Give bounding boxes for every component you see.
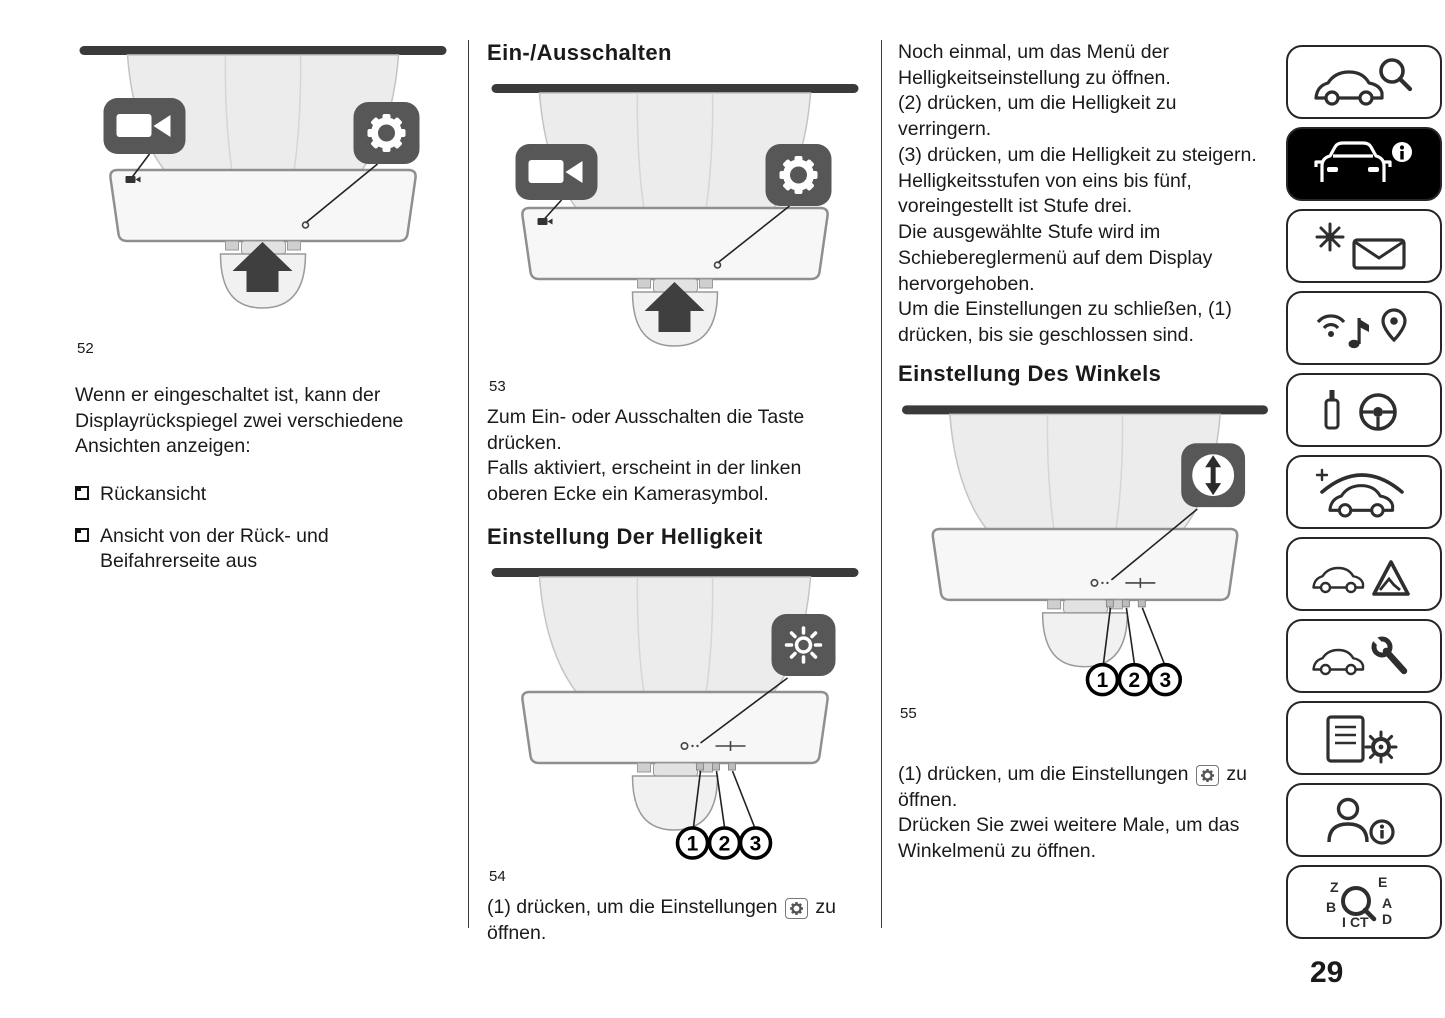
paragraph: Noch einmal, um das Menü der Helligkeits… xyxy=(898,41,1171,89)
car-info-icon xyxy=(1314,141,1412,182)
svg-text:3: 3 xyxy=(750,832,762,855)
page-number: 29 xyxy=(1310,956,1344,989)
bullet-text: Rückansicht xyxy=(100,483,207,506)
car-triangle-icon xyxy=(1312,560,1410,596)
callout-3: 3 xyxy=(1148,662,1183,697)
nav-car-care-button[interactable] xyxy=(1286,455,1442,529)
svg-text:3: 3 xyxy=(1159,669,1171,692)
callout-1: 1 xyxy=(675,826,710,860)
callout-2: 2 xyxy=(707,826,742,860)
car-search-icon xyxy=(1314,58,1413,106)
svg-text:Z: Z xyxy=(1330,879,1339,895)
column-middle: Ein-/Ausschalten 53 Zum Ein- oder Aussch… xyxy=(487,40,863,946)
svg-text:2: 2 xyxy=(719,832,731,855)
svg-text:E: E xyxy=(1378,874,1387,890)
nav-customer-service-button[interactable] xyxy=(1286,783,1442,857)
up-arrow-icon xyxy=(232,242,293,292)
car-cover-icon xyxy=(1315,468,1404,518)
heading-angle: Einstellung Des Winkels xyxy=(898,360,1162,386)
paragraph: (3) drücken, um die Helligkeit zu steige… xyxy=(898,143,1257,166)
intro-paragraph: Wenn er eingeschaltet ist, kann der Disp… xyxy=(75,384,404,458)
brightness-illustration: 1 2 3 xyxy=(490,566,860,860)
figure-mirror-views: 52 xyxy=(75,40,451,357)
chapter-nav-sidebar: Z E B A I C T D xyxy=(1286,45,1442,939)
camera-badge-icon xyxy=(515,144,598,200)
svg-text:C: C xyxy=(1350,914,1360,930)
svg-text:1: 1 xyxy=(1097,669,1109,692)
checkbox-bullet-icon xyxy=(75,527,89,542)
figure-angle: 1 2 3 55 xyxy=(898,399,1272,722)
paragraph: Die ausgewählte Stufe wird im Schiebereg… xyxy=(898,221,1213,295)
nav-vehicle-overview-button[interactable] xyxy=(1286,45,1442,119)
brightness-badge-icon xyxy=(769,612,838,678)
settings-gear-inline-icon xyxy=(784,897,808,919)
gear-badge-icon xyxy=(766,144,832,206)
nav-starting-driving-button[interactable] xyxy=(1286,373,1442,447)
settings-sentence: (1) drücken, um die Einstellungen zu öff… xyxy=(487,895,836,944)
settings-sentence: (1) drücken, um die Einstellungen zu öff… xyxy=(898,762,1247,811)
on-off-illustration xyxy=(490,82,860,348)
column-divider xyxy=(881,40,882,928)
person-info-icon xyxy=(1327,797,1395,845)
column-divider xyxy=(468,40,469,928)
gear-badge-icon xyxy=(354,102,420,164)
nav-warning-lights-button[interactable] xyxy=(1286,209,1442,283)
alphabet-search-icon: Z E B A I C T D xyxy=(1326,874,1392,930)
svg-text:T: T xyxy=(1360,914,1369,930)
heading-brightness: Einstellung Der Helligkeit xyxy=(487,523,763,549)
paragraph: Zum Ein- oder Ausschalten die Taste drüc… xyxy=(487,406,805,454)
nav-index-button[interactable]: Z E B A I C T D xyxy=(1286,865,1442,939)
nav-multimedia-button[interactable] xyxy=(1286,291,1442,365)
up-arrow-icon xyxy=(644,282,705,332)
callout-1: 1 xyxy=(1085,662,1120,697)
column-left: 52 Wenn er eingeschaltet ist, kann der D… xyxy=(75,40,451,574)
heading-on-off: Ein-/Ausschalten xyxy=(487,40,672,65)
svg-text:B: B xyxy=(1326,899,1336,915)
paragraph: (2) drücken, um die Helligkeit zu verrin… xyxy=(898,92,1177,141)
figure-on-off: 53 xyxy=(487,78,863,395)
nav-instrument-panel-button[interactable] xyxy=(1286,127,1442,201)
paragraph: Drücken Sie zwei weitere Male, um das Wi… xyxy=(898,814,1240,863)
checkbox-bullet-icon xyxy=(75,486,89,501)
figure-caption: 54 xyxy=(489,867,506,885)
svg-text:D: D xyxy=(1382,911,1392,927)
paragraph: Um die Einstellungen zu schließen, (1) d… xyxy=(898,298,1232,347)
document-gear-icon xyxy=(1326,715,1398,764)
figure-caption: 53 xyxy=(489,378,506,395)
svg-text:2: 2 xyxy=(1129,669,1141,692)
figure-brightness: 1 2 3 54 xyxy=(487,562,863,885)
figure-caption: 52 xyxy=(77,340,94,357)
callout-2: 2 xyxy=(1117,662,1152,697)
list-item: Ansicht von der Rück- und Beifahrerseite… xyxy=(75,524,451,575)
callout-3: 3 xyxy=(738,826,773,860)
bottle-steering-icon xyxy=(1324,390,1397,431)
camera-badge-icon xyxy=(103,98,186,154)
column-right: Noch einmal, um das Menü der Helligkeits… xyxy=(898,40,1272,865)
mirror-views-illustration xyxy=(78,44,448,310)
light-message-icon xyxy=(1315,222,1406,270)
svg-text:I: I xyxy=(1342,914,1346,930)
nav-technical-data-button[interactable] xyxy=(1286,701,1442,775)
views-checklist: Rückansicht Ansicht von der Rück- und Be… xyxy=(75,482,451,574)
paragraph: Helligkeitsstufen von eins bis fünf, vor… xyxy=(898,169,1192,218)
angle-illustration: 1 2 3 xyxy=(900,403,1270,697)
figure-caption: 55 xyxy=(900,704,917,722)
nav-emergency-button[interactable] xyxy=(1286,537,1442,611)
settings-gear-inline-icon xyxy=(1195,764,1219,786)
svg-text:1: 1 xyxy=(687,832,699,855)
angle-adjust-badge-icon xyxy=(1181,443,1246,507)
paragraph: Falls aktiviert, erscheint in der linken… xyxy=(487,457,802,506)
bullet-text: Ansicht von der Rück- und Beifahrerseite… xyxy=(100,524,329,572)
wifi-music-pin-icon xyxy=(1316,308,1407,349)
nav-maintenance-button[interactable] xyxy=(1286,619,1442,693)
list-item: Rückansicht xyxy=(75,482,451,507)
car-wrench-icon xyxy=(1312,636,1408,676)
svg-text:A: A xyxy=(1382,895,1392,911)
